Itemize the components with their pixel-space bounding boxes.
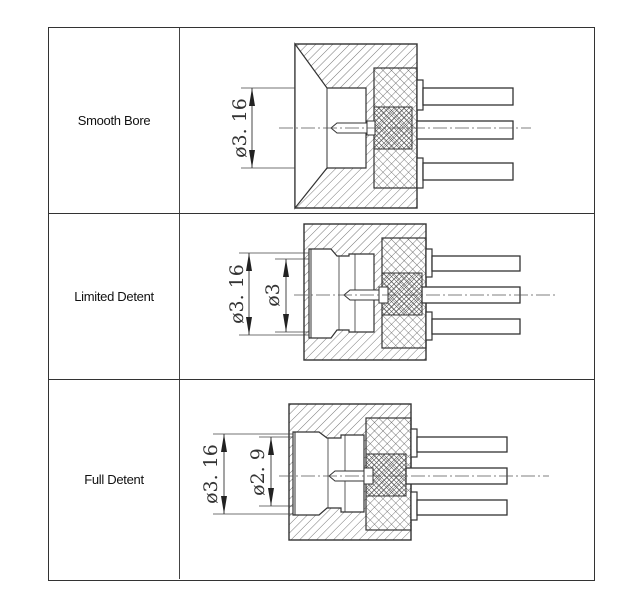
full-detent-cross-section: ø3. 16 ø2. 9: [200, 403, 549, 541]
row-label: Smooth Bore: [49, 28, 180, 213]
full-detent-drawing: ø3. 16 ø2. 9: [179, 380, 594, 579]
inner-diameter-dimension: ø2. 9: [247, 448, 269, 496]
outer-diameter-dimension: ø3. 16: [200, 444, 222, 504]
diameter-dimension: ø3. 16: [229, 98, 251, 158]
limited-detent-cross-section: ø3. 16 ø3: [226, 223, 556, 361]
smooth-bore-drawing: ø3. 16: [179, 28, 594, 213]
row-label: Limited Detent: [49, 214, 180, 379]
table-row-full-detent: Full Detent: [49, 379, 594, 579]
detent-comparison-table: Smooth Bore: [48, 27, 595, 581]
inner-diameter-dimension: ø3: [262, 283, 284, 307]
smooth-bore-cross-section: ø3. 16: [229, 42, 531, 210]
table-row-limited-detent: Limited Detent: [49, 213, 594, 379]
limited-detent-drawing: ø3. 16 ø3: [179, 214, 594, 379]
table-row-smooth-bore: Smooth Bore: [49, 28, 594, 213]
outer-diameter-dimension: ø3. 16: [226, 264, 248, 324]
row-label: Full Detent: [49, 380, 180, 579]
